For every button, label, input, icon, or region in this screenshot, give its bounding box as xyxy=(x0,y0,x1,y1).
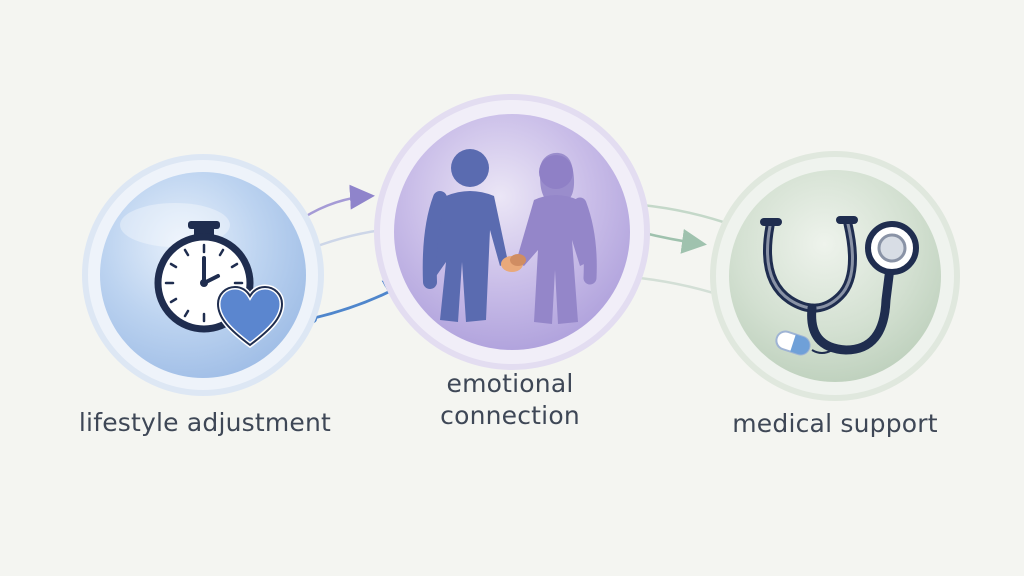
node-lifestyle xyxy=(82,154,324,396)
label-emotional-line-2: connection xyxy=(440,401,580,430)
pill-capsule-icon xyxy=(775,330,833,356)
holding-hands-couple-icon xyxy=(422,149,597,324)
arrow-lifestyle-to-emotional-top xyxy=(302,184,375,220)
heart-icon xyxy=(215,284,285,349)
label-medical-support: medical support xyxy=(732,409,938,438)
node-emotional xyxy=(374,94,650,370)
line-emotional-to-medical-top xyxy=(641,203,736,228)
stethoscope-icon xyxy=(760,216,919,355)
label-lifestyle-adjustment: lifestyle adjustment xyxy=(78,408,332,437)
label-emotional-connection: emotional connection xyxy=(360,368,660,432)
node-medical xyxy=(710,151,960,401)
label-emotional-line-1: emotional xyxy=(446,369,574,398)
